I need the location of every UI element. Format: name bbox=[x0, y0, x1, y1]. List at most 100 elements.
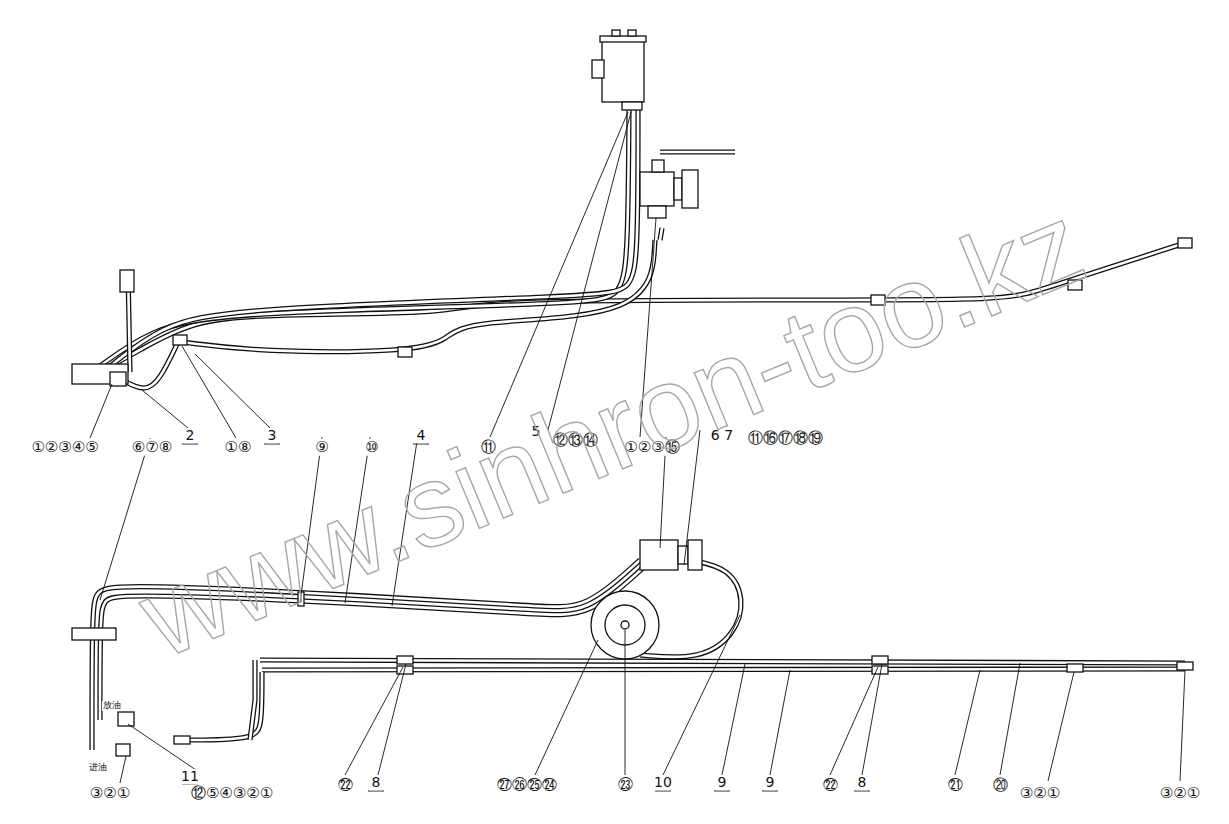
pipe-bore bbox=[182, 240, 655, 352]
callout-number: ⑥⑦⑧ bbox=[131, 439, 173, 456]
pipe-bore bbox=[660, 228, 662, 240]
leader-line bbox=[955, 670, 980, 775]
valve-body bbox=[640, 540, 678, 570]
callout-number: 5 bbox=[531, 424, 542, 439]
callout-number: 6 7 bbox=[710, 428, 734, 443]
callout-number: ①②③④⑤ bbox=[30, 439, 99, 456]
valve-port bbox=[648, 206, 666, 218]
pipe-outline bbox=[100, 243, 1185, 372]
pipe-clamp bbox=[72, 628, 116, 640]
leader-line bbox=[640, 218, 656, 437]
leader-line bbox=[392, 428, 419, 606]
leader-line bbox=[100, 438, 150, 600]
filter-bolt bbox=[621, 621, 629, 629]
pipe-bore bbox=[92, 560, 640, 750]
callout-number: ⑪⑯⑰⑱⑲ bbox=[747, 430, 824, 447]
pipe-fitting bbox=[871, 295, 885, 305]
pipe-fitting bbox=[1178, 238, 1192, 248]
callout-number: 进油 bbox=[88, 763, 108, 773]
leader-line bbox=[90, 384, 112, 438]
callout-number: ㉗㉖㉕㉔ bbox=[496, 777, 558, 794]
callout-number: 9 bbox=[717, 775, 728, 790]
callout-number: 10 bbox=[653, 775, 673, 790]
pipe-outline bbox=[92, 560, 640, 750]
callout-number: ⑳ bbox=[992, 777, 1009, 794]
valve-handwheel bbox=[688, 540, 702, 570]
callout-number: ㉒ bbox=[337, 777, 354, 794]
callout-number: 4 bbox=[416, 428, 427, 443]
pipe-bore bbox=[100, 108, 629, 366]
pipe-bore bbox=[100, 243, 1185, 372]
pipe-fitting bbox=[1067, 664, 1083, 672]
leader-line bbox=[548, 112, 631, 430]
leader-line bbox=[830, 667, 878, 775]
leader-line bbox=[722, 664, 745, 775]
valve-stem bbox=[678, 546, 688, 564]
leader-line bbox=[378, 664, 406, 775]
pipe-outline bbox=[100, 108, 629, 366]
leader-line bbox=[345, 437, 370, 603]
callout-number: ⑫⑬⑭ bbox=[552, 432, 599, 449]
pipe-outline bbox=[108, 108, 638, 368]
callout-number: ㉓ bbox=[617, 777, 634, 794]
pipe-fitting bbox=[872, 656, 888, 664]
leader-line bbox=[684, 430, 700, 565]
callout-number: ⑩ bbox=[364, 439, 379, 456]
callout-number: 2 bbox=[185, 428, 196, 443]
pipe-fitting bbox=[397, 656, 413, 664]
callout-number: 3 bbox=[267, 428, 278, 443]
pipe-fitting bbox=[1068, 280, 1082, 290]
callout-number: 放油 bbox=[102, 701, 122, 711]
callout-number: ㉒ bbox=[822, 777, 839, 794]
tank-outlet bbox=[622, 102, 642, 110]
leader-line bbox=[1180, 670, 1185, 781]
leader-line bbox=[142, 390, 188, 428]
tank-bracket bbox=[592, 60, 604, 78]
leader-lines bbox=[90, 112, 1185, 791]
pipe-outline bbox=[660, 228, 662, 240]
pipe-bore bbox=[100, 566, 645, 720]
pipe-bore bbox=[660, 151, 735, 154]
leader-line bbox=[625, 630, 626, 775]
callout-number: ⑫⑤④③②① bbox=[190, 785, 274, 802]
leader-line bbox=[300, 437, 322, 603]
pipe-fitting bbox=[173, 335, 187, 345]
callout-number: 9 bbox=[765, 775, 776, 790]
leader-line bbox=[128, 724, 196, 770]
pipe-fitting bbox=[174, 736, 190, 744]
reservoir-tank bbox=[602, 40, 644, 102]
leader-line bbox=[535, 640, 598, 775]
leader-line bbox=[345, 667, 403, 775]
leader-line bbox=[663, 615, 740, 775]
leader-line bbox=[195, 354, 270, 428]
leader-line bbox=[1000, 663, 1020, 775]
components bbox=[72, 30, 1193, 756]
pipe-fitting bbox=[1177, 662, 1193, 670]
callout-number: ③②① bbox=[89, 785, 131, 802]
pipe-fitting bbox=[110, 372, 126, 386]
callout-number: ㉑ bbox=[947, 777, 964, 794]
callout-number: ③②① bbox=[1159, 785, 1201, 802]
leader-line bbox=[182, 346, 236, 438]
pipe-outline bbox=[100, 566, 645, 720]
tank-cap bbox=[628, 30, 636, 36]
leader-line bbox=[1048, 672, 1074, 781]
inlet-fitting bbox=[116, 744, 130, 756]
leader-line bbox=[770, 670, 790, 775]
callout-number: 8 bbox=[857, 775, 868, 790]
pipe-runs bbox=[92, 108, 1185, 750]
callout-number: 8 bbox=[371, 775, 382, 790]
callout-number: ①⑧ bbox=[224, 439, 253, 456]
pipe-bore bbox=[108, 108, 638, 368]
callout-number: ⑨ bbox=[314, 439, 329, 456]
leader-line bbox=[120, 756, 126, 783]
leader-line bbox=[862, 664, 882, 775]
callout-number: ⑪ bbox=[480, 439, 497, 456]
pipe-outline bbox=[660, 149, 735, 154]
valve-stem bbox=[674, 178, 682, 200]
pipe-bore bbox=[250, 660, 255, 740]
pipe-outline bbox=[250, 660, 255, 740]
drain-fitting bbox=[118, 712, 134, 726]
